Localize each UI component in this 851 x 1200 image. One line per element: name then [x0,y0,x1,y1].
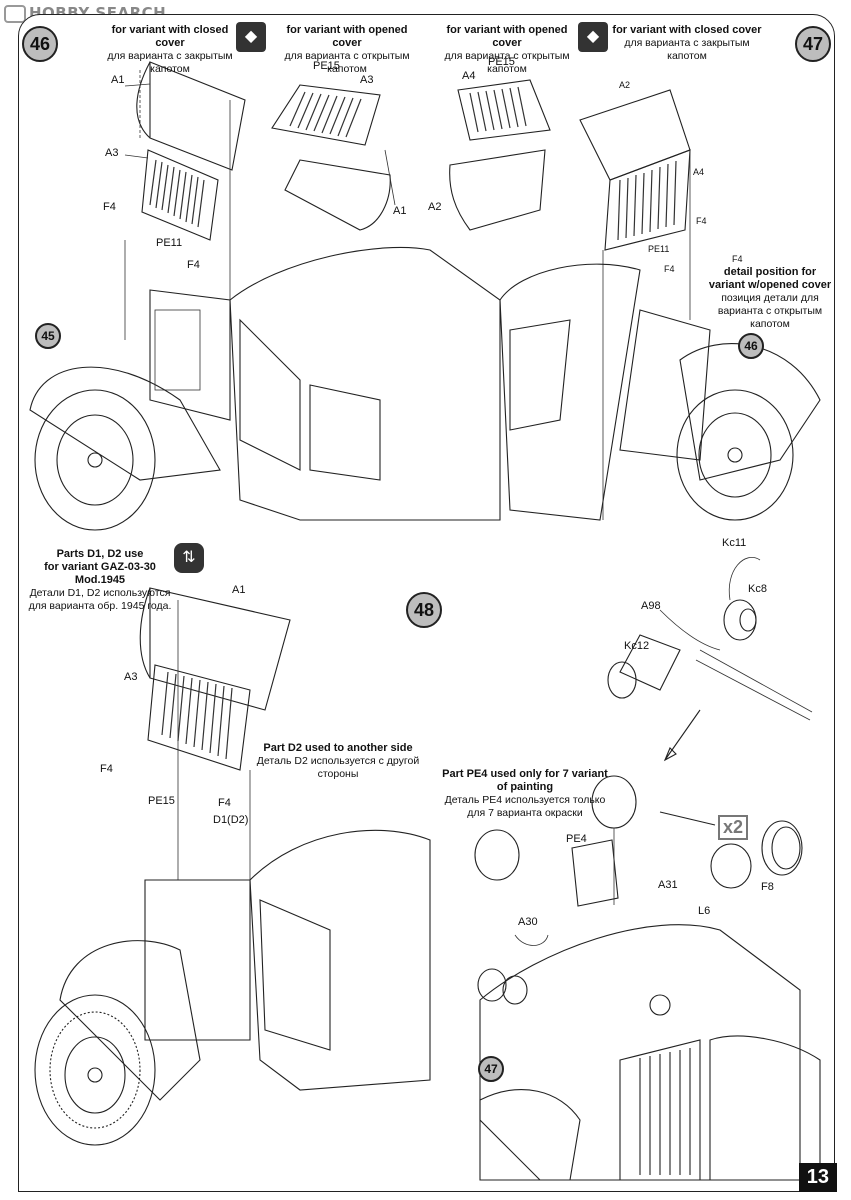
part-label: F4 [187,259,200,271]
part-label: A3 [105,147,119,159]
variant-swap-icon: ◆ [236,22,266,52]
arrow-left [659,811,716,826]
step-number-47: 47 [795,26,831,62]
step-number-48: 48 [406,592,442,628]
opened-cover-insert-left [271,84,396,231]
part-label: Kc11 [722,537,747,549]
step48-drawing [34,587,431,1146]
arrow-down [664,709,701,761]
part-label: PE15 [148,795,175,807]
part-label: A98 [641,600,661,612]
step-ref-46: 46 [738,333,764,359]
part-label: L6 [698,905,711,917]
part-label: PE11 [156,237,183,249]
part-label: PE4 [566,833,587,845]
variant-swap-icon: ◆ [578,22,608,52]
part-label: PE15 [488,56,515,68]
part-label: A30 [518,916,538,928]
part-label: A1 [393,205,407,217]
part-label: A4 [693,167,705,177]
headlights-drawing [474,775,821,1181]
page-number: 13 [798,1163,837,1192]
part-label: Kc8 [748,583,767,595]
step-ref-47: 47 [478,1056,504,1082]
step-number-46: 46 [22,26,58,62]
watermark-logo-icon [4,4,26,23]
part-label: A3 [360,74,374,86]
step47-drawing [499,89,821,521]
part-label: F4 [218,797,231,809]
part-label: PE15 [313,60,340,72]
step46-drawing [29,61,501,531]
part-label: A2 [619,80,631,90]
part-label: A1 [232,584,246,596]
opened-cover-insert-right [449,79,551,231]
part-label: F4 [732,254,743,264]
part-label: F4 [696,216,707,226]
part-label: F8 [761,881,774,893]
part-label: Kc12 [624,640,650,652]
part-label: PE11 [648,244,670,254]
horn-assembly-drawing [607,557,813,721]
part-label: A31 [658,879,678,891]
part-label: A4 [462,70,476,82]
part-label: D1(D2) [213,814,249,826]
part-label: F4 [664,264,675,274]
part-label: A2 [428,201,442,213]
step-ref-45: 45 [35,323,61,349]
part-label: F4 [100,763,113,775]
quantity-badge: x2 [718,815,749,840]
part-label: F4 [103,201,116,213]
part-label: A3 [124,671,138,683]
variant-up-down-icon: ⇅ [174,543,204,573]
part-label: A1 [111,74,125,86]
